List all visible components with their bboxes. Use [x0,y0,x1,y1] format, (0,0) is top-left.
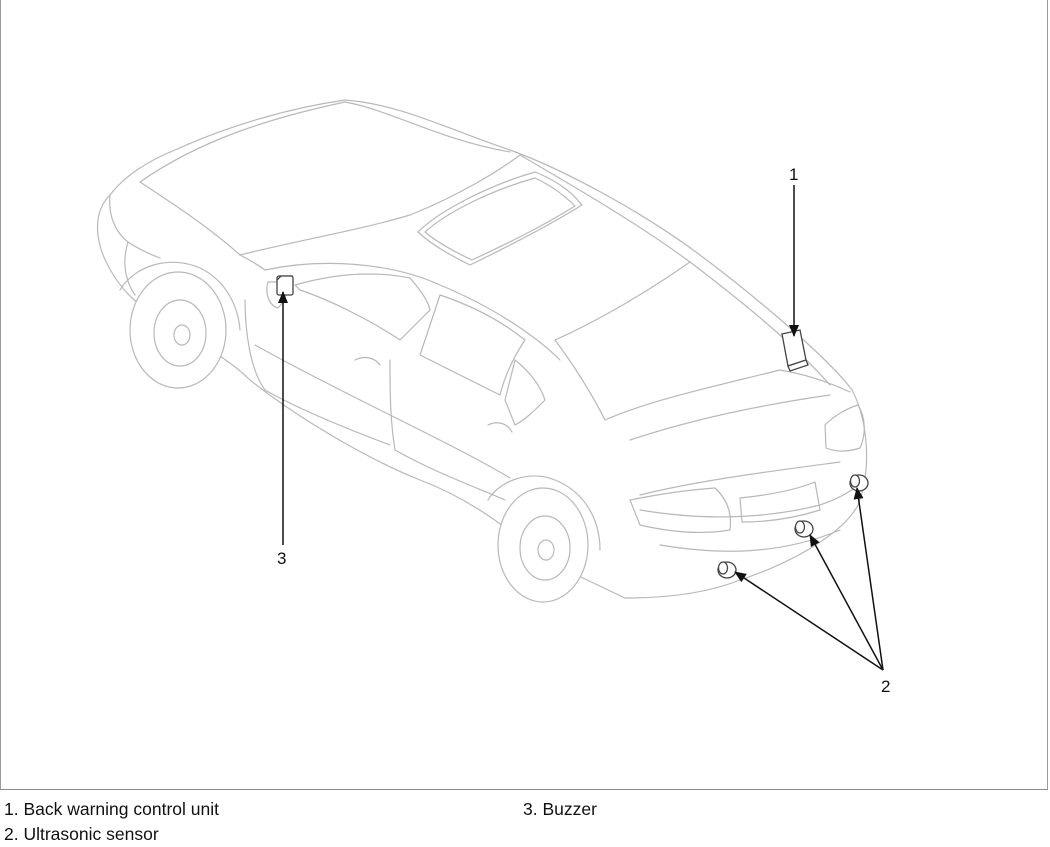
callout-2: 2 [881,677,890,696]
car-outline [96,99,868,603]
ultrasonic-sensor-left [717,561,737,579]
buzzer [276,275,294,296]
ultrasonic-sensor-center [794,520,814,538]
car-diagram: 1 3 2 [96,99,890,696]
leader-line-2a [734,571,884,671]
leader-line-2b [809,534,884,671]
leader-line-2c [853,487,884,671]
legend-item-2: 2. Ultrasonic sensor [4,824,159,844]
legend-item-1: 1. Back warning control unit [4,799,219,819]
legend-item-3: 3. Buzzer [523,799,597,819]
back-warning-control-unit [781,329,809,372]
callout-3: 3 [277,549,286,568]
callout-1: 1 [789,165,798,184]
legend: 1. Back warning control unit 2. Ultrason… [0,796,1050,847]
figure-frame [0,0,1048,790]
ultrasonic-sensor-right [849,474,869,492]
